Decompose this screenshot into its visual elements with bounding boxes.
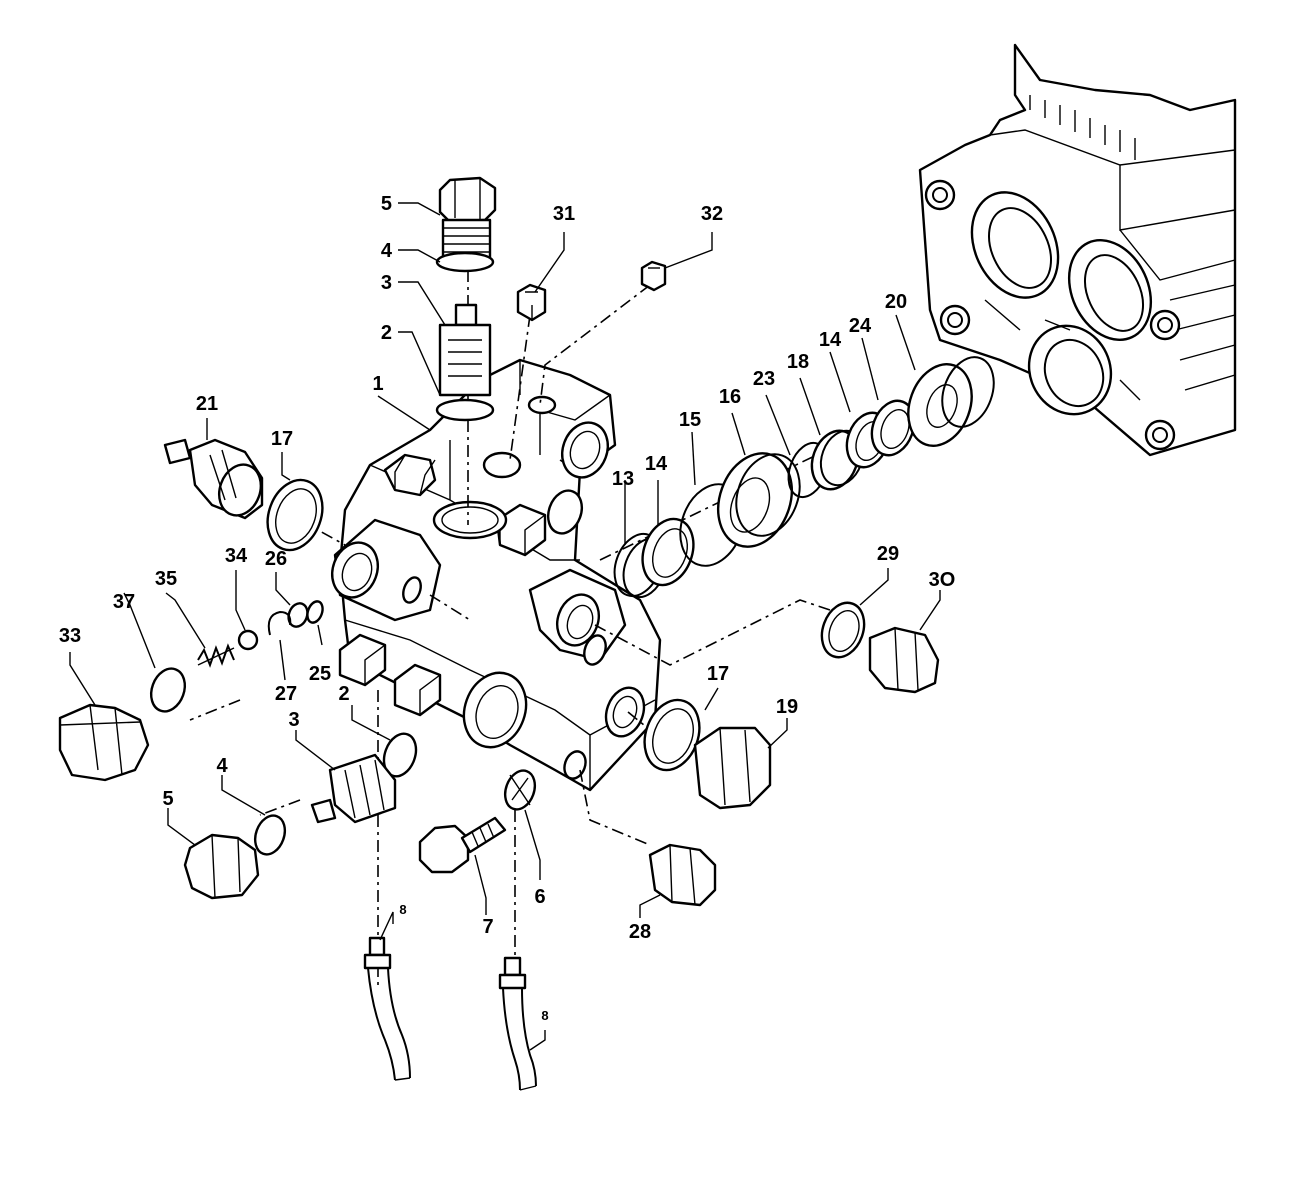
label-26: 26 bbox=[265, 548, 287, 570]
label-20: 20 bbox=[885, 291, 907, 313]
label-3-bottom: 3 bbox=[288, 709, 299, 731]
label-14-left: 14 bbox=[645, 453, 668, 475]
label-2-bottom: 2 bbox=[338, 683, 349, 705]
label-14-right: 14 bbox=[819, 329, 842, 351]
label-5-bottom: 5 bbox=[162, 788, 173, 810]
label-7: 7 bbox=[482, 916, 493, 938]
label-8-right: 8 bbox=[541, 1008, 548, 1023]
label-1: 1 bbox=[372, 373, 383, 395]
seal-stack bbox=[613, 356, 995, 599]
label-6: 6 bbox=[534, 886, 545, 908]
hoses bbox=[363, 936, 537, 1091]
label-18: 18 bbox=[787, 351, 809, 373]
label-8-left: 8 bbox=[399, 902, 406, 917]
top-valve-stack bbox=[435, 176, 497, 422]
label-31: 31 bbox=[553, 203, 575, 225]
pump-housing bbox=[918, 43, 1237, 457]
label-13: 13 bbox=[612, 468, 634, 490]
label-29: 29 bbox=[877, 543, 899, 565]
lower-valve-stack bbox=[183, 732, 418, 900]
callout-labels: 5 4 3 2 1 31 32 21 17 26 34 35 37 33 25 … bbox=[59, 193, 955, 1023]
label-23: 23 bbox=[753, 368, 775, 390]
label-21: 21 bbox=[196, 393, 218, 415]
label-17-right: 17 bbox=[707, 663, 729, 685]
label-30: 3O bbox=[929, 569, 956, 591]
left-parts bbox=[58, 438, 324, 782]
label-5-top: 5 bbox=[381, 193, 392, 215]
label-16: 16 bbox=[719, 386, 741, 408]
label-37: 37 bbox=[113, 591, 135, 613]
label-27: 27 bbox=[275, 683, 297, 705]
right-fittings bbox=[643, 601, 940, 907]
label-4-bottom: 4 bbox=[216, 755, 228, 777]
label-28: 28 bbox=[629, 921, 651, 943]
label-33: 33 bbox=[59, 625, 81, 647]
label-34: 34 bbox=[225, 545, 248, 567]
label-17-left: 17 bbox=[271, 428, 293, 450]
manifold-block bbox=[331, 358, 662, 792]
label-15: 15 bbox=[679, 409, 701, 431]
label-2-top: 2 bbox=[381, 322, 392, 344]
label-35: 35 bbox=[155, 568, 177, 590]
label-32: 32 bbox=[701, 203, 723, 225]
label-3-top: 3 bbox=[381, 272, 392, 294]
cap-screws bbox=[516, 260, 667, 322]
label-19: 19 bbox=[776, 696, 798, 718]
bolt-and-washer bbox=[418, 769, 537, 874]
leader-lines bbox=[69, 202, 941, 1051]
label-4-top: 4 bbox=[381, 240, 393, 262]
label-25: 25 bbox=[309, 663, 331, 685]
label-24: 24 bbox=[849, 315, 872, 337]
